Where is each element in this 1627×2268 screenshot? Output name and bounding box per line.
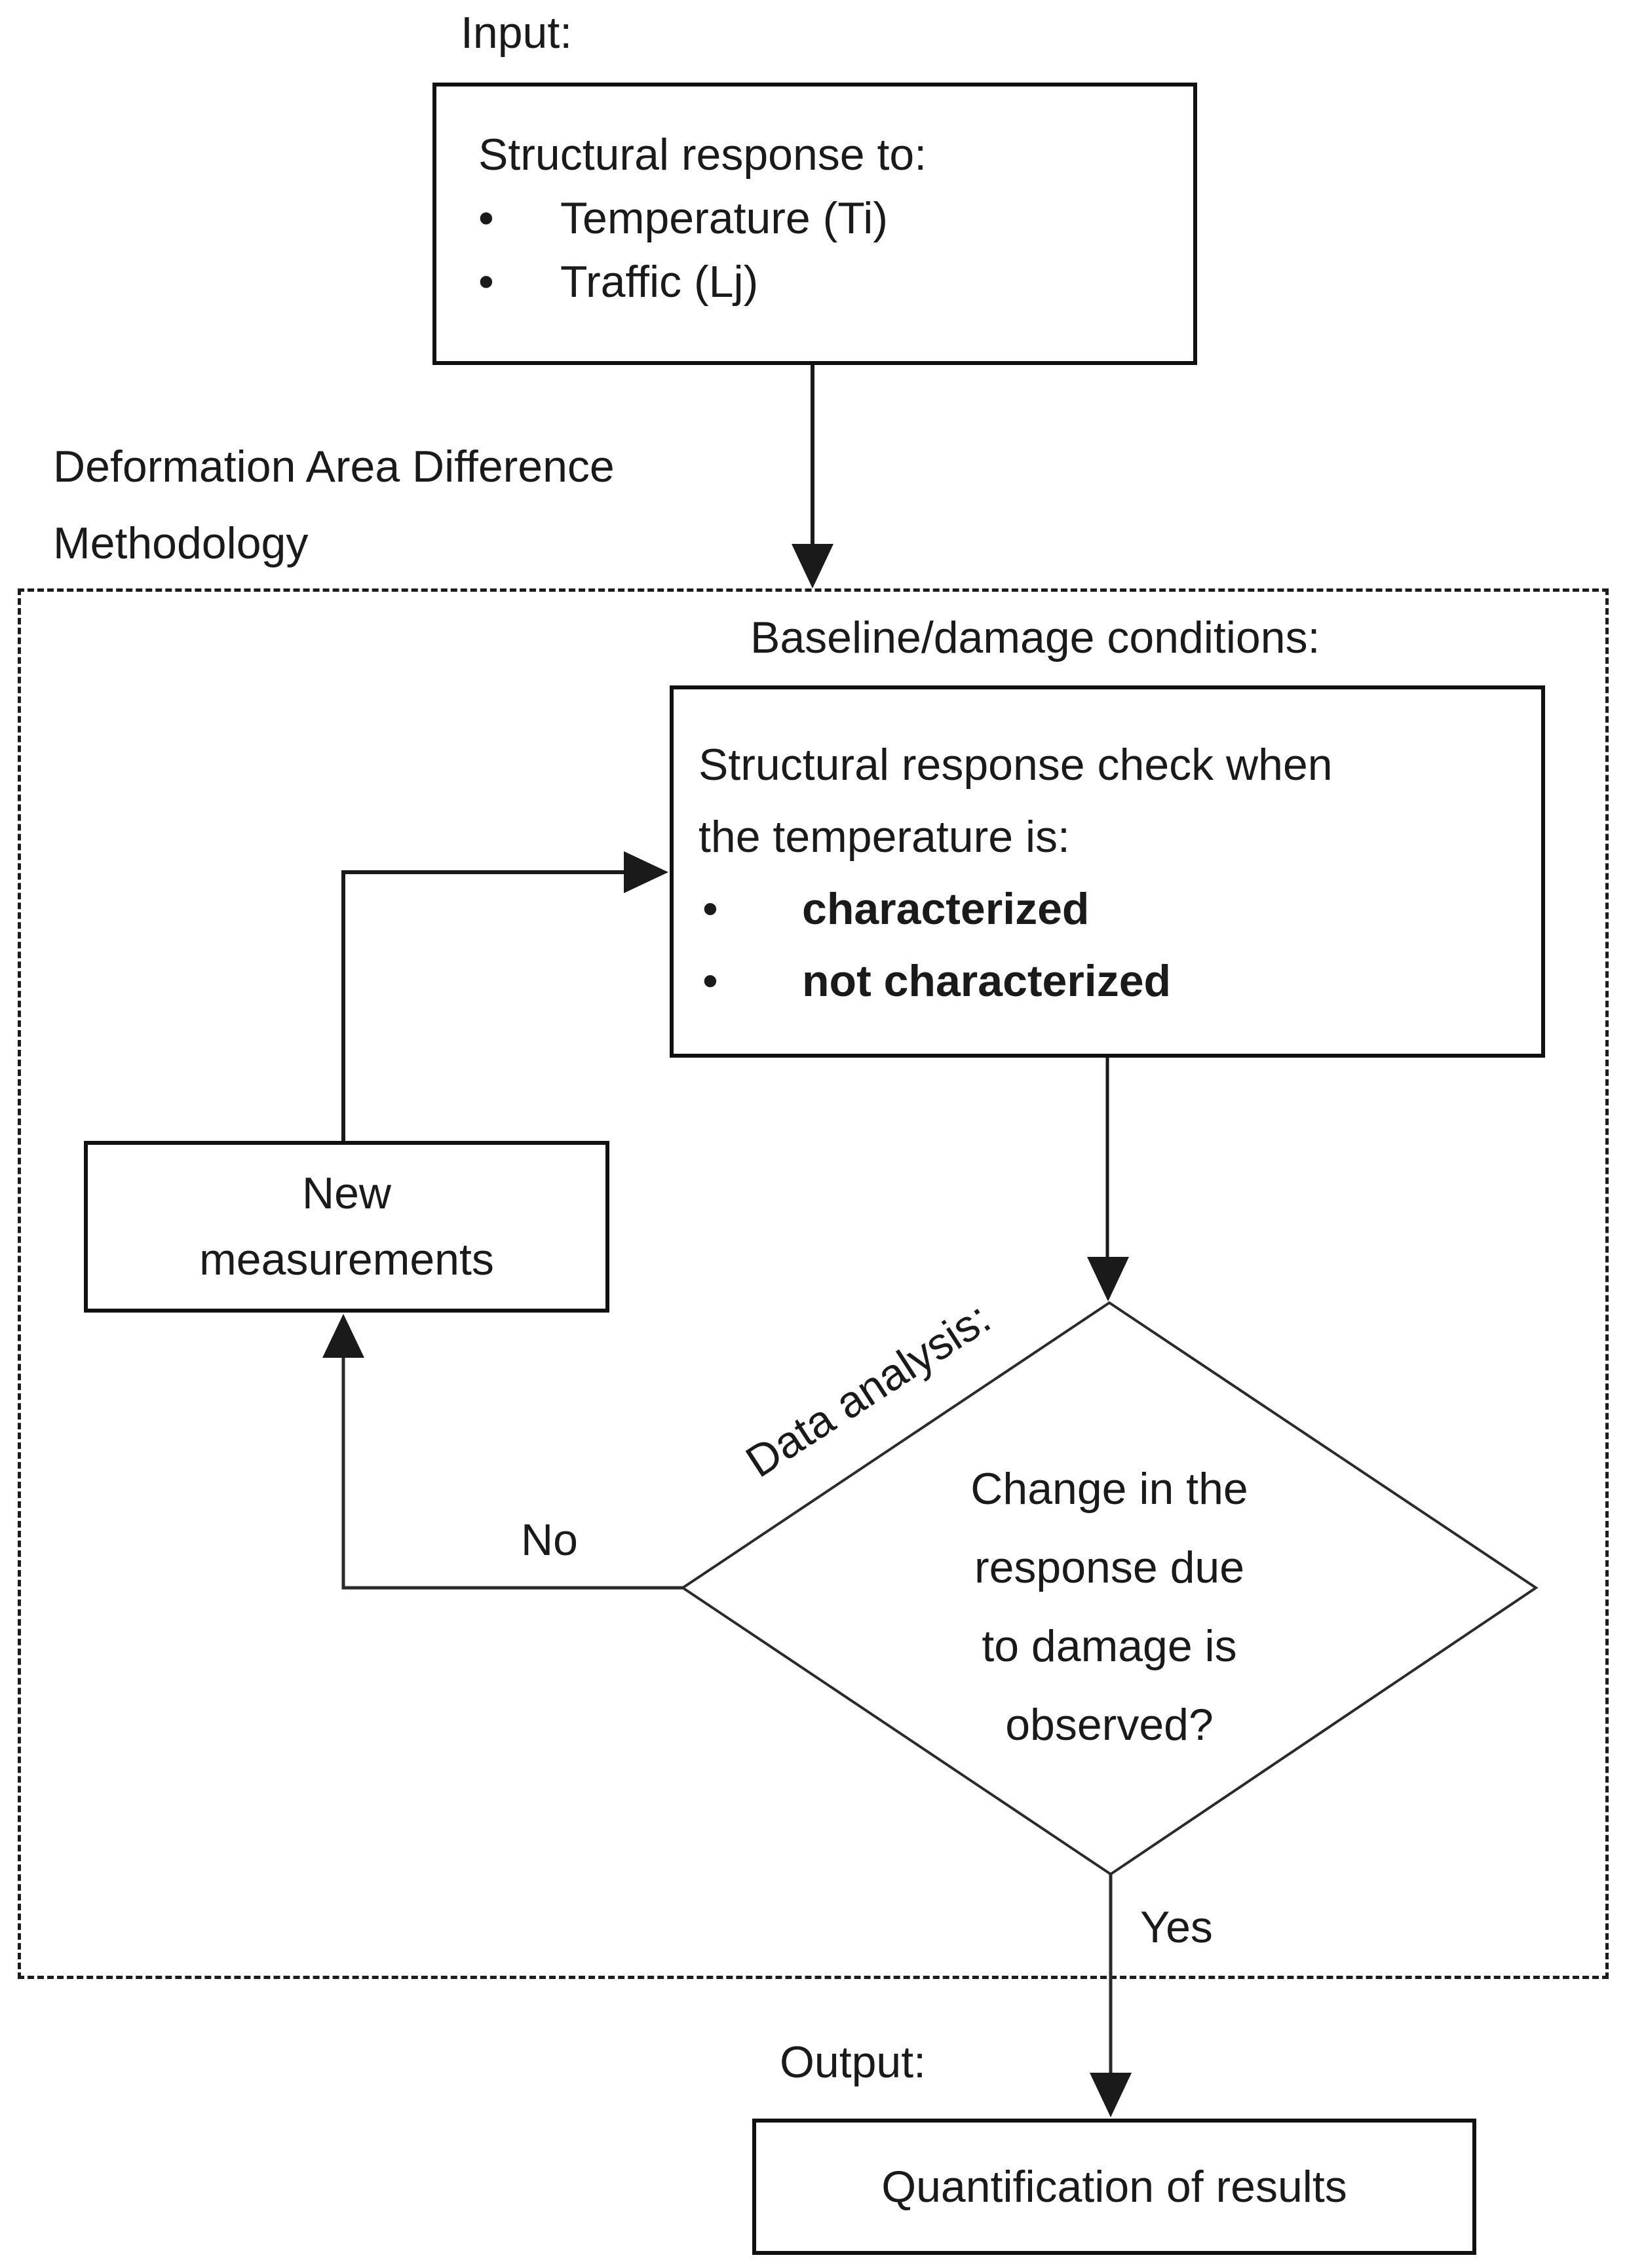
methodology-label: Deformation Area Difference Methodology <box>53 429 615 582</box>
baseline-bullet-characterized: • characterized <box>699 873 1535 945</box>
decision-diamond-text: Change in the response due to damage is … <box>847 1450 1371 1764</box>
baseline-box-bullet-list: • characterized • not characterized <box>699 873 1535 1017</box>
input-bullet-traffic-text: Traffic (Lj) <box>560 257 759 307</box>
arrow-yes-branch-head <box>1090 2073 1132 2117</box>
input-box-title: Structural response to: <box>478 130 927 180</box>
methodology-dashed-frame <box>18 588 1609 1979</box>
yes-branch-label: Yes <box>1140 1902 1213 1952</box>
baseline-box-line1: Structural response check when <box>699 740 1333 790</box>
decision-line1: Change in the <box>970 1464 1248 1514</box>
baseline-conditions-label: Baseline/damage conditions: <box>750 613 1320 663</box>
input-label: Input: <box>461 8 573 58</box>
arrow-baseline-to-decision-head <box>1087 1257 1129 1301</box>
decision-line3: to damage is <box>982 1621 1237 1671</box>
new-measurements-line1: New <box>301 1168 392 1218</box>
output-label: Output: <box>780 2037 927 2087</box>
arrow-no-branch-head <box>322 1314 364 1358</box>
input-bullet-traffic: • Traffic (Lj) <box>478 250 1187 314</box>
new-measurements-box: New measurements <box>84 1141 609 1313</box>
input-bullet-temperature-text: Temperature (Ti) <box>560 193 889 243</box>
decision-line2: response due <box>974 1543 1245 1592</box>
bullet-dot-icon: • <box>702 956 718 1006</box>
baseline-box-line2: the temperature is: <box>699 812 1070 862</box>
no-branch-label: No <box>521 1515 578 1565</box>
baseline-bullet-not-characterized-text: not characterized <box>802 956 1172 1006</box>
bullet-dot-icon: • <box>478 257 494 307</box>
arrow-no-branch-line <box>341 1355 683 1590</box>
input-box-bullet-list: • Temperature (Ti) • Traffic (Lj) <box>478 187 1187 314</box>
input-bullet-temperature: • Temperature (Ti) <box>478 187 1187 250</box>
output-box: Quantification of results <box>752 2119 1476 2255</box>
methodology-label-line2: Methodology <box>53 518 309 568</box>
output-box-text: Quantification of results <box>881 2162 1347 2212</box>
arrow-newmeasurements-to-baseline-head <box>624 851 668 893</box>
bullet-dot-icon: • <box>478 193 494 243</box>
arrow-newmeasurements-to-baseline-line <box>341 870 628 1141</box>
new-measurements-line2: measurements <box>199 1235 494 1284</box>
baseline-bullet-characterized-text: characterized <box>802 884 1090 934</box>
baseline-box: Structural response check when the tempe… <box>670 685 1545 1058</box>
baseline-bullet-not-characterized: • not characterized <box>699 945 1535 1017</box>
arrow-input-to-methodology-head <box>792 544 833 588</box>
decision-diamond-shape <box>680 1301 1539 1876</box>
bullet-dot-icon: • <box>702 884 718 934</box>
decision-line4: observed? <box>1005 1700 1214 1750</box>
methodology-label-line1: Deformation Area Difference <box>53 442 615 491</box>
input-box: Structural response to: • Temperature (T… <box>432 83 1197 365</box>
